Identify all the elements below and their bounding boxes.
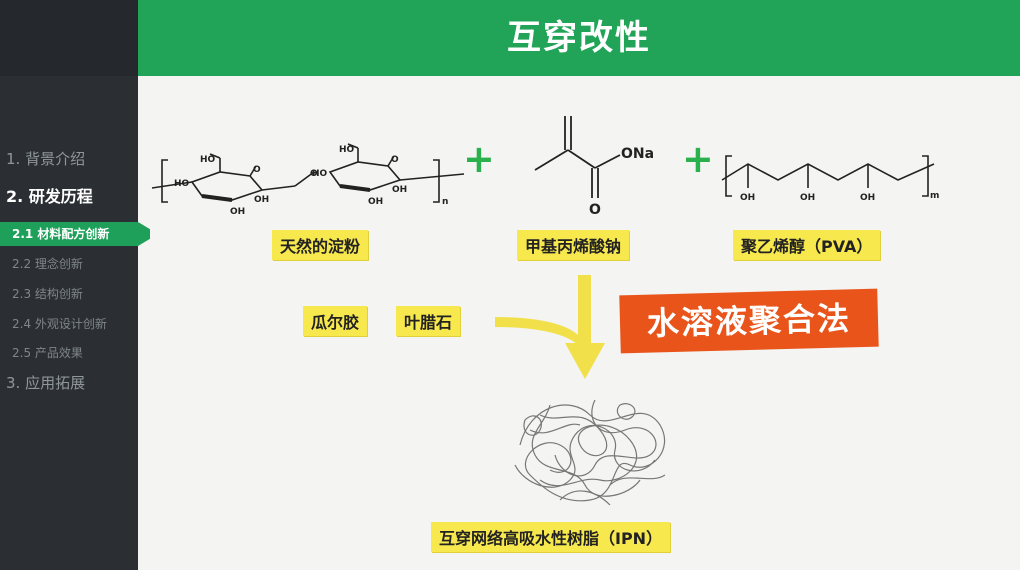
starch-group-oh4: OH xyxy=(368,197,383,207)
guar-gum-label: 瓜尔胶 xyxy=(303,306,368,336)
starch-group-ho3: HO xyxy=(339,145,355,155)
nav-sub-appearance[interactable]: 2.4 外观设计创新 xyxy=(12,317,107,331)
pva-oh2: OH xyxy=(800,193,815,203)
starch-group-ho1: HO xyxy=(200,155,216,165)
merge-arrow xyxy=(495,275,605,379)
nav-sub-material-formula[interactable]: 2.1 材料配方创新 xyxy=(0,222,150,246)
pva-oh1: OH xyxy=(740,193,755,203)
nav-item-applications[interactable]: 3. 应用拓展 xyxy=(6,374,86,392)
methacrylate-ona: ONa xyxy=(621,146,654,162)
sidebar-header xyxy=(0,0,138,76)
starch-structure: HO HO OH OH HO HO OH OH O O O n xyxy=(151,143,465,217)
title-bar: 互穿改性 xyxy=(138,0,1020,76)
methacrylate-structure: ONa O xyxy=(534,116,654,218)
plus-sign-2: + xyxy=(682,137,714,181)
pva-label: 聚乙烯醇（PVA） xyxy=(733,230,881,260)
starch-group-oh2: OH xyxy=(230,207,245,217)
starch-subscript-n: n xyxy=(442,197,448,207)
starch-group-ho2: HO xyxy=(174,179,190,189)
methacrylate-o: O xyxy=(589,202,601,218)
starch-bridge-o: O xyxy=(310,169,318,179)
method-banner: 水溶液聚合法 xyxy=(619,288,879,354)
polymer-network-image xyxy=(514,399,666,506)
nav-item-background[interactable]: 1. 背景介绍 xyxy=(6,150,86,168)
nav-sub-effect[interactable]: 2.5 产品效果 xyxy=(12,346,83,360)
ipn-product-label: 互穿网络高吸水性树脂（IPN） xyxy=(431,522,671,552)
starch-ring-o1: O xyxy=(253,165,261,175)
nav-item-development[interactable]: 2. 研发历程 xyxy=(6,187,93,206)
starch-label: 天然的淀粉 xyxy=(272,230,369,260)
slide-title: 互穿改性 xyxy=(507,18,651,58)
methacrylate-label: 甲基丙烯酸钠 xyxy=(517,230,630,260)
starch-group-ho4: HO xyxy=(312,169,328,179)
starch-group-oh1: OH xyxy=(254,195,269,205)
plus-sign-1: + xyxy=(463,137,495,181)
pva-structure: OH OH OH m xyxy=(721,155,939,203)
sidebar xyxy=(0,0,138,570)
pva-oh3: OH xyxy=(860,193,875,203)
pyrophyllite-label: 叶腊石 xyxy=(396,306,461,336)
nav-sub-structure[interactable]: 2.3 结构创新 xyxy=(12,287,83,301)
starch-group-oh3: OH xyxy=(392,185,407,195)
starch-ring-o2: O xyxy=(391,155,399,165)
nav-sub-concept[interactable]: 2.2 理念创新 xyxy=(12,257,83,271)
pva-subscript-m: m xyxy=(930,191,939,201)
